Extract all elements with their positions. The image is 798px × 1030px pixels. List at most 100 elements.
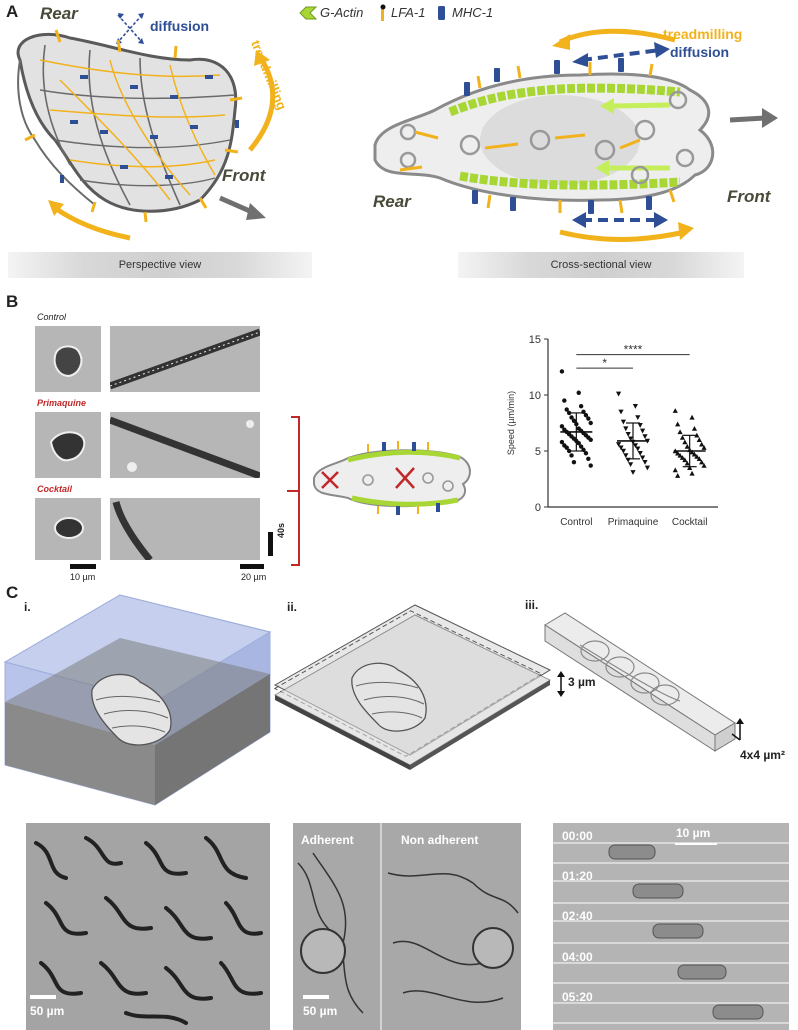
data-point [679, 455, 686, 460]
control-label: Control [37, 312, 67, 322]
data-point [682, 439, 688, 445]
g-actin-legend-icon [299, 6, 318, 20]
cocktail-label: Cocktail [37, 484, 73, 494]
time-label-2: 02:40 [562, 909, 593, 923]
data-point [682, 457, 688, 463]
data-point [586, 416, 591, 421]
data-point [566, 410, 572, 416]
data-point [677, 452, 683, 458]
data-point [616, 391, 622, 397]
data-point [687, 465, 693, 470]
data-point [623, 453, 629, 459]
front-label-left: Front [222, 166, 266, 185]
diffusion-label-right: diffusion [670, 44, 730, 60]
scale-10um-label: 10 µm [70, 572, 96, 582]
legend-mhc1: MHC-1 [452, 5, 494, 20]
data-point [559, 369, 565, 374]
rear-label-left: Rear [40, 4, 78, 23]
data-point [618, 445, 624, 451]
data-point [566, 448, 572, 454]
data-point [564, 407, 569, 412]
data-point [642, 460, 648, 465]
channel-axis-icon [731, 718, 744, 741]
data-point [583, 451, 589, 456]
lfa1-legend-icon [380, 4, 386, 21]
inhibition-bracket [287, 416, 300, 566]
data-point [684, 460, 690, 466]
primaquine-kymograph [110, 412, 260, 478]
time-label-4: 05:20 [562, 990, 593, 1004]
data-point [620, 448, 626, 454]
scale-bar-20um [240, 564, 264, 569]
y-tick-label: 0 [535, 502, 541, 514]
data-point [562, 398, 567, 403]
x-category-label: Cocktail [672, 517, 708, 528]
scale-bar-time [268, 532, 273, 556]
unconfined-3d-box [3, 594, 272, 806]
control-cell-image [35, 326, 101, 392]
data-point [576, 390, 581, 395]
cocktail-cell-image [35, 498, 101, 560]
scale-50um-a-label: 50 µm [30, 1004, 65, 1018]
data-point [632, 404, 638, 409]
y-tick-label: 10 [529, 390, 541, 402]
time-label-1: 01:20 [562, 869, 593, 883]
data-point [588, 420, 593, 426]
tracks-micrograph-unconfined [26, 823, 270, 1030]
y-tick-label: 5 [535, 446, 541, 458]
scale-bar-50um-a [30, 995, 56, 999]
data-point [689, 414, 695, 420]
front-label-right: Front [727, 187, 771, 206]
data-point [630, 470, 636, 475]
data-point [559, 439, 565, 445]
cross-section-diagram [373, 28, 778, 242]
dim-3um-label: 3 µm [568, 675, 596, 689]
data-point [637, 451, 643, 456]
scale-bar-10um-c [675, 843, 717, 845]
dim-4x4-label: 4x4 µm² [740, 748, 785, 762]
y-axis-label: Speed (µm/min) [506, 391, 516, 455]
data-point [642, 434, 648, 440]
data-point [625, 432, 631, 437]
data-point [564, 445, 569, 450]
data-point [586, 456, 591, 462]
data-point [559, 424, 565, 429]
data-point [689, 449, 695, 455]
adherent-label: Adherent [301, 833, 354, 847]
data-point [571, 460, 577, 465]
data-point [640, 428, 646, 434]
scale-bar-10um [70, 564, 96, 569]
scale-bar-50um-b [303, 995, 329, 999]
data-point [699, 459, 705, 465]
x-category-label: Primaquine [608, 517, 659, 528]
control-kymograph [110, 326, 260, 392]
rear-label-right: Rear [373, 192, 411, 211]
data-point [588, 437, 593, 442]
data-point [701, 445, 707, 450]
data-point [675, 421, 681, 427]
y-tick-label: 15 [529, 334, 541, 346]
data-point [684, 443, 690, 449]
data-point [640, 455, 646, 461]
data-point [644, 465, 650, 471]
data-point [675, 450, 681, 456]
data-point [691, 451, 698, 457]
data-point [635, 446, 641, 452]
data-point [628, 462, 634, 468]
scale-50um-b-label: 50 µm [303, 1004, 338, 1018]
data-point [694, 454, 700, 459]
primaquine-label: Primaquine [37, 398, 87, 408]
data-point [571, 418, 577, 423]
treadmilling-label-right: treadmilling [663, 26, 743, 42]
height-dimension-arrow [557, 671, 565, 697]
x-category-label: Control [560, 517, 592, 528]
primaquine-cell-image [35, 412, 101, 478]
data-point [569, 415, 574, 420]
panel-c-letter: C [6, 583, 19, 602]
data-point [576, 440, 581, 446]
mhc1-legend-icon [438, 6, 445, 20]
non-adherent-label: Non adherent [401, 833, 479, 847]
channel-timelapse [553, 823, 789, 1030]
data-point [632, 443, 638, 448]
